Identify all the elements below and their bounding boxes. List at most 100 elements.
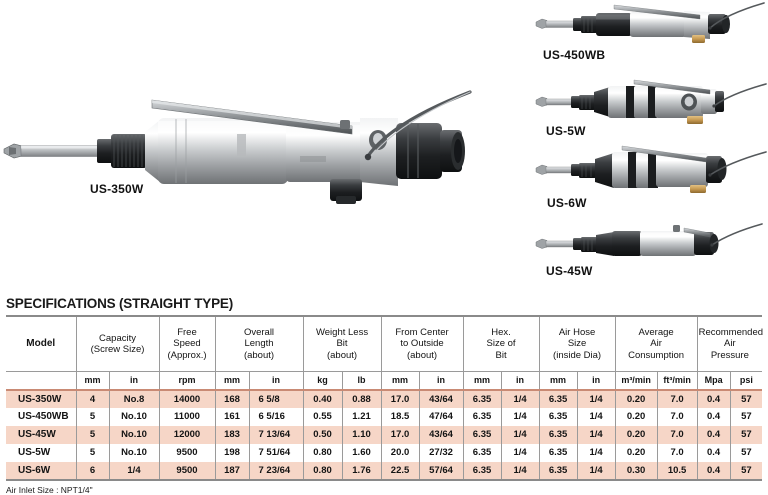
header-hose-line-3: (inside Dia) xyxy=(553,349,602,361)
unit-cell-15: ft³/min xyxy=(656,371,698,391)
product-label-us-6w: US-6W xyxy=(547,196,587,210)
unit-text: in xyxy=(130,375,138,386)
unit-cell-4: mm xyxy=(214,371,250,391)
cell-pressure-psi: 57 xyxy=(729,462,763,481)
product-label-us-45w: US-45W xyxy=(546,264,593,278)
unit-text: mm xyxy=(392,375,409,386)
table-row[interactable]: US-350W 4 No.8 14000 168 6 5/8 0.40 0.88… xyxy=(6,390,763,408)
cell-pressure-psi: 57 xyxy=(729,408,763,426)
unit-cell-11: in xyxy=(500,371,540,391)
cell-hose-in: 1/4 xyxy=(576,444,616,462)
header-avg-air-line-1: Average xyxy=(638,327,674,339)
cell-center-in: 43/64 xyxy=(418,426,464,444)
cell-weight-lb: 1.76 xyxy=(341,462,382,481)
unit-text: kg xyxy=(317,375,328,386)
cell-free-speed-rpm: 9500 xyxy=(158,444,216,462)
table-row[interactable]: US-450WB 5 No.10 11000 161 6 5/16 0.55 1… xyxy=(6,408,763,426)
header-model-line-1: Model xyxy=(26,338,56,350)
cell-weight-lb: 1.21 xyxy=(341,408,382,426)
cell-pressure-mpa: 0.4 xyxy=(696,462,731,481)
unit-cell-12: mm xyxy=(538,371,578,391)
product-image-us-350w xyxy=(0,78,480,218)
cell-hex-mm: 6.35 xyxy=(462,444,502,462)
unit-cell-14: m³/min xyxy=(614,371,658,391)
cell-air-ft3: 7.0 xyxy=(656,444,698,462)
table-row[interactable]: US-45W 5 No.10 12000 183 7 13/64 0.50 1.… xyxy=(6,426,763,444)
table-row[interactable]: US-5W 5 No.10 9500 198 7 51/64 0.80 1.60… xyxy=(6,444,763,462)
cell-hose-mm: 6.35 xyxy=(538,444,578,462)
unit-text: mm xyxy=(474,375,491,386)
cell-capacity-mm: 4 xyxy=(75,390,110,408)
header-weight-line-1: Weight Less xyxy=(315,327,369,339)
unit-text: rpm xyxy=(178,375,196,386)
cell-weight-kg: 0.80 xyxy=(302,444,343,462)
unit-cell-8: mm xyxy=(380,371,420,391)
cell-air-m3: 0.20 xyxy=(614,390,658,408)
product-image-us-450wb xyxy=(534,2,768,48)
cell-air-ft3: 7.0 xyxy=(656,426,698,444)
cell-center-mm: 20.0 xyxy=(380,444,420,462)
unit-text: mm xyxy=(84,375,101,386)
cell-capacity-mm: 5 xyxy=(75,408,110,426)
cell-air-m3: 0.20 xyxy=(614,444,658,462)
cell-center-mm: 17.0 xyxy=(380,390,420,408)
cell-capacity-in: No.10 xyxy=(108,444,160,462)
header-free-speed-line-2: Speed xyxy=(173,338,201,350)
unit-text: psi xyxy=(739,375,753,386)
cell-hex-mm: 6.35 xyxy=(462,390,502,408)
cell-pressure-mpa: 0.4 xyxy=(696,426,731,444)
cell-length-in: 7 13/64 xyxy=(248,426,304,444)
cell-pressure-mpa: 0.4 xyxy=(696,444,731,462)
header-from-center-to-outside: From Center to Outside (about) xyxy=(380,315,464,372)
unit-text: in xyxy=(272,375,280,386)
cell-model: US-45W xyxy=(6,426,77,444)
header-weight-less-bit: Weight Less Bit (about) xyxy=(302,315,382,372)
header-center-line-1: From Center xyxy=(395,327,449,339)
cell-hex-in: 1/4 xyxy=(500,390,540,408)
cell-hex-in: 1/4 xyxy=(500,444,540,462)
cell-length-mm: 198 xyxy=(214,444,250,462)
cell-model: US-450WB xyxy=(6,408,77,426)
header-overall-length-line-2: Length xyxy=(244,338,274,350)
product-image-us-6w xyxy=(534,144,768,196)
unit-text: m³/min xyxy=(621,375,651,386)
header-free-speed-line-1: Free xyxy=(177,327,197,339)
cell-model: US-6W xyxy=(6,462,77,481)
cell-hex-in: 1/4 xyxy=(500,408,540,426)
header-average-air-consumption: Average Air Consumption xyxy=(614,315,698,372)
cell-capacity-mm: 6 xyxy=(75,462,110,481)
cell-center-in: 57/64 xyxy=(418,462,464,481)
table-body: US-350W 4 No.8 14000 168 6 5/8 0.40 0.88… xyxy=(6,390,763,481)
cell-air-m3: 0.30 xyxy=(614,462,658,481)
cell-pressure-psi: 57 xyxy=(729,444,763,462)
cell-capacity-mm: 5 xyxy=(75,444,110,462)
table-row[interactable]: US-6W 6 1/4 9500 187 7 23/64 0.80 1.76 2… xyxy=(6,462,763,481)
header-avg-air-line-2: Air xyxy=(650,338,662,350)
header-capacity: Capacity (Screw Size) xyxy=(75,315,160,372)
header-center-line-3: (about) xyxy=(406,349,438,361)
header-model: Model xyxy=(6,315,77,372)
cell-length-in: 6 5/16 xyxy=(248,408,304,426)
cell-free-speed-rpm: 14000 xyxy=(158,390,216,408)
header-center-line-2: to Outside xyxy=(400,338,444,350)
unit-cell-model xyxy=(6,371,77,391)
unit-cell-3: rpm xyxy=(158,371,216,391)
header-free-speed: Free Speed (Approx.) xyxy=(158,315,216,372)
cell-model: US-5W xyxy=(6,444,77,462)
unit-cell-2: in xyxy=(108,371,160,391)
unit-cell-7: lb xyxy=(341,371,382,391)
unit-text: mm xyxy=(223,375,240,386)
cell-hose-mm: 6.35 xyxy=(538,426,578,444)
header-free-speed-line-3: (Approx.) xyxy=(167,349,207,361)
cell-free-speed-rpm: 12000 xyxy=(158,426,216,444)
cell-length-mm: 183 xyxy=(214,426,250,444)
cell-capacity-in: No.10 xyxy=(108,408,160,426)
cell-hex-in: 1/4 xyxy=(500,462,540,481)
specifications-table: Model Capacity (Screw Size) Free Speed (… xyxy=(6,315,763,481)
header-group-row: Model Capacity (Screw Size) Free Speed (… xyxy=(6,315,763,372)
cell-length-in: 7 51/64 xyxy=(248,444,304,462)
header-capacity-line-1: Capacity xyxy=(99,332,136,344)
header-capacity-line-2: (Screw Size) xyxy=(90,344,145,355)
header-hex-line-1: Hex. xyxy=(491,327,511,339)
cell-weight-kg: 0.55 xyxy=(302,408,343,426)
